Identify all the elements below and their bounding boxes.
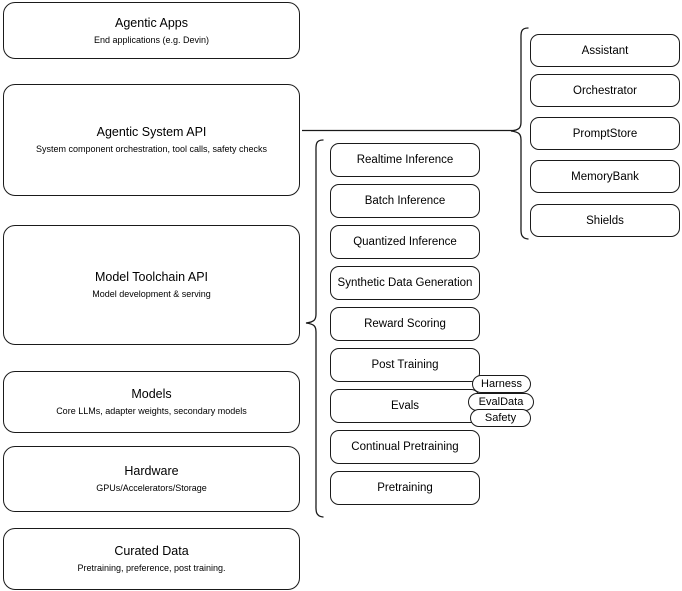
chip-label: Orchestrator xyxy=(573,84,637,97)
pill-evaldata[interactable]: EvalData xyxy=(468,393,534,411)
agentic-group-brace xyxy=(508,26,530,242)
layer-title: Curated Data xyxy=(114,544,189,558)
chip-label: Post Training xyxy=(371,359,439,371)
chip-label: MemoryBank xyxy=(571,170,639,183)
chip-continual-pretraining[interactable]: Continual Pretraining xyxy=(330,430,480,464)
chip-pretraining[interactable]: Pretraining xyxy=(330,471,480,505)
layer-agentic-apps[interactable]: Agentic Apps End applications (e.g. Devi… xyxy=(3,2,300,59)
pill-harness[interactable]: Harness xyxy=(472,375,531,393)
chip-batch-inference[interactable]: Batch Inference xyxy=(330,184,480,218)
chip-label: Batch Inference xyxy=(364,195,446,207)
pill-safety[interactable]: Safety xyxy=(470,409,531,427)
chip-quantized-inference[interactable]: Quantized Inference xyxy=(330,225,480,259)
chip-orchestrator[interactable]: Orchestrator xyxy=(530,74,680,107)
chip-reward-scoring[interactable]: Reward Scoring xyxy=(330,307,480,341)
layer-title: Hardware xyxy=(124,464,179,478)
chip-label: PromptStore xyxy=(572,127,638,140)
layer-title: Model Toolchain API xyxy=(94,270,209,284)
chip-promptstore[interactable]: PromptStore xyxy=(530,117,680,150)
layer-title: Agentic System API xyxy=(96,125,207,139)
layer-models[interactable]: Models Core LLMs, adapter weights, secon… xyxy=(3,371,300,433)
chip-label: Shields xyxy=(586,214,624,227)
chip-label: Synthetic Data Generation xyxy=(337,277,473,289)
chip-label: Realtime Inference xyxy=(356,154,454,166)
layer-agentic-system-api[interactable]: Agentic System API System component orch… xyxy=(3,84,300,196)
chip-post-training[interactable]: Post Training xyxy=(330,348,480,382)
agentic-system-connector-line xyxy=(301,124,517,138)
chip-label: Assistant xyxy=(581,44,629,57)
layer-subtitle: Pretraining, preference, post training. xyxy=(77,563,226,573)
chip-label: Pretraining xyxy=(377,482,433,494)
layer-subtitle: End applications (e.g. Devin) xyxy=(93,34,210,45)
layer-hardware[interactable]: Hardware GPUs/Accelerators/Storage xyxy=(3,446,300,512)
pill-label: Safety xyxy=(484,411,517,424)
layer-subtitle: GPUs/Accelerators/Storage xyxy=(96,483,207,493)
chip-shields[interactable]: Shields xyxy=(530,204,680,237)
layer-model-toolchain-api[interactable]: Model Toolchain API Model development & … xyxy=(3,225,300,345)
layer-subtitle: Core LLMs, adapter weights, secondary mo… xyxy=(56,406,247,416)
chip-label: Quantized Inference xyxy=(353,236,457,248)
pill-label: EvalData xyxy=(478,395,524,408)
chip-evals[interactable]: Evals xyxy=(330,389,480,423)
chip-label: Evals xyxy=(390,400,420,412)
layer-title: Agentic Apps xyxy=(115,15,188,30)
chip-assistant[interactable]: Assistant xyxy=(530,34,680,67)
pill-label: Harness xyxy=(481,377,522,390)
chip-synthetic-data-generation[interactable]: Synthetic Data Generation xyxy=(330,266,480,300)
layer-title: Models xyxy=(131,387,172,401)
chip-label: Continual Pretraining xyxy=(351,441,459,453)
chip-realtime-inference[interactable]: Realtime Inference xyxy=(330,143,480,177)
toolchain-group-brace xyxy=(303,138,325,520)
chip-label: Reward Scoring xyxy=(364,318,446,330)
layer-subtitle: Model development & serving xyxy=(92,289,211,299)
layer-curated-data[interactable]: Curated Data Pretraining, preference, po… xyxy=(3,528,300,590)
layer-subtitle: System component orchestration, tool cal… xyxy=(35,144,268,154)
chip-memorybank[interactable]: MemoryBank xyxy=(530,160,680,193)
